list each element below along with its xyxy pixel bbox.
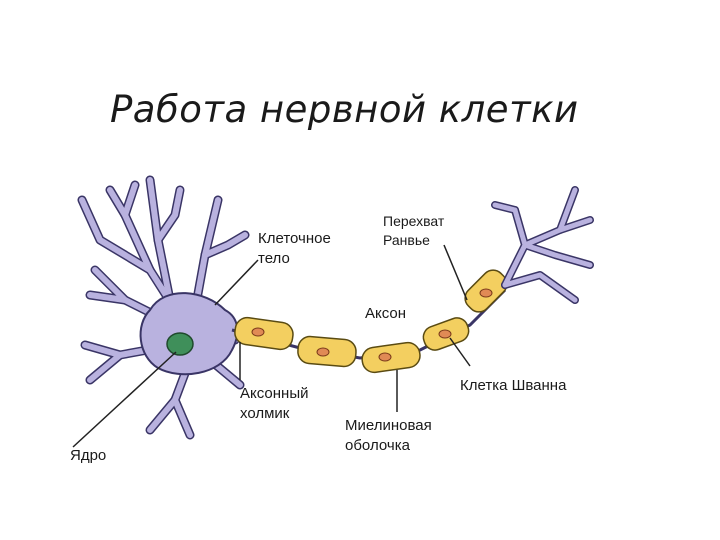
axon-terminal-fill bbox=[492, 187, 593, 303]
label-axon: Аксон bbox=[365, 305, 406, 322]
label-schwann: Клетка Шванна bbox=[460, 377, 567, 394]
label-node-2: Ранвье bbox=[383, 232, 430, 248]
label-myelin-1: Миелиновая bbox=[345, 417, 432, 434]
label-node-1: Перехват bbox=[383, 213, 445, 229]
leader-lines bbox=[72, 244, 471, 448]
cell-body bbox=[139, 292, 239, 376]
label-hillock-2: холмик bbox=[240, 405, 290, 422]
slide-title: Работа нервной клетки bbox=[110, 88, 579, 131]
label-hillock-1: Аксонный bbox=[240, 385, 308, 402]
label-myelin-2: оболочка bbox=[345, 437, 411, 454]
label-cell-body-1: Клеточное bbox=[258, 230, 331, 247]
label-cell-body-2: тело bbox=[258, 250, 290, 267]
label-nucleus: Ядро bbox=[70, 447, 106, 464]
nucleus bbox=[166, 332, 194, 356]
schwann-nuclei bbox=[251, 288, 493, 362]
